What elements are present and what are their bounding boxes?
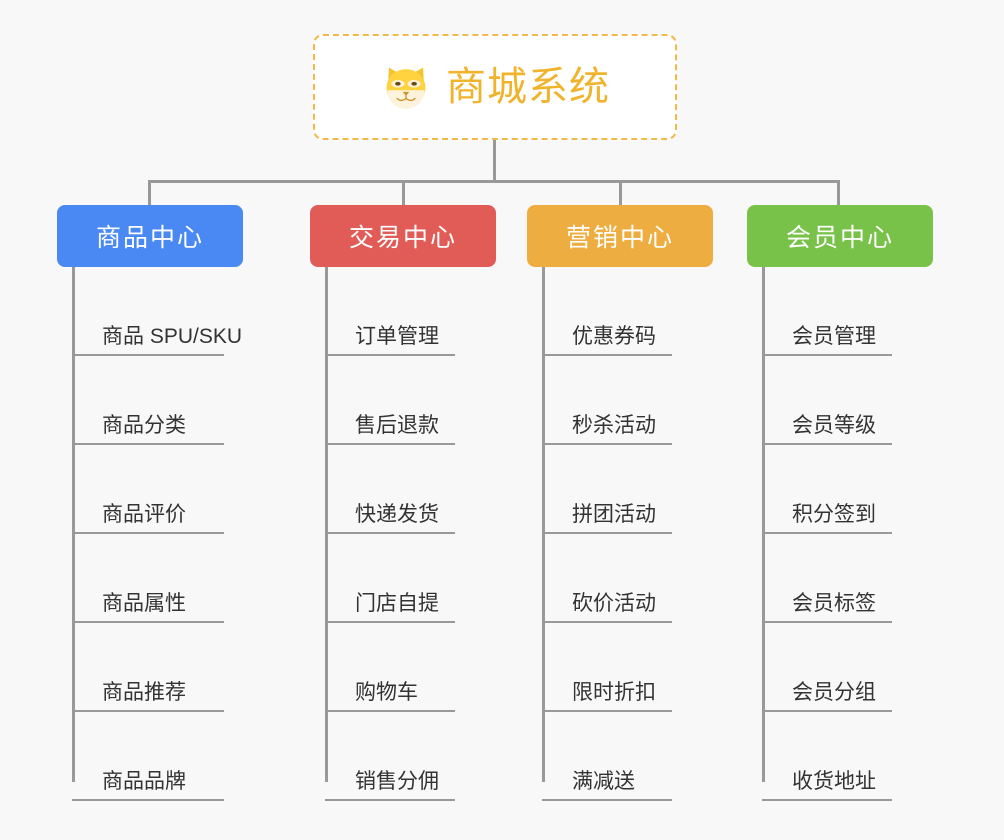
list-item[interactable]: 秒杀活动 bbox=[542, 356, 672, 445]
category-title-1: 商品中心 bbox=[95, 224, 204, 252]
item-label: 优惠券码 bbox=[572, 324, 656, 348]
item-label: 商品推荐 bbox=[102, 680, 186, 704]
list-item[interactable]: 限时折扣 bbox=[542, 623, 672, 712]
branch-column-2: 交易中心 订单管理 售后退款 快递发货 门店自提 购物车 销售分佣 bbox=[310, 205, 496, 801]
list-item[interactable]: 商品 SPU/SKU bbox=[72, 267, 242, 356]
list-item[interactable]: 砍价活动 bbox=[542, 534, 672, 623]
category-box-4[interactable]: 会员中心 bbox=[747, 205, 933, 267]
connector-root-stem bbox=[493, 140, 496, 182]
category-title-4: 会员中心 bbox=[785, 224, 894, 252]
list-item[interactable]: 商品评价 bbox=[72, 445, 224, 534]
list-item[interactable]: 商品品牌 bbox=[72, 712, 224, 801]
item-label: 砍价活动 bbox=[572, 591, 656, 615]
connector-drop-2 bbox=[402, 180, 405, 207]
category-title-2: 交易中心 bbox=[348, 224, 457, 252]
category-box-2[interactable]: 交易中心 bbox=[310, 205, 496, 267]
category-title-3: 营销中心 bbox=[565, 224, 674, 252]
item-label: 售后退款 bbox=[355, 413, 439, 437]
list-item[interactable]: 门店自提 bbox=[325, 534, 455, 623]
branch-column-1: 商品中心 商品 SPU/SKU 商品分类 商品评价 商品属性 商品推荐 商品品牌 bbox=[57, 205, 243, 801]
list-item[interactable]: 销售分佣 bbox=[325, 712, 455, 801]
category-box-3[interactable]: 营销中心 bbox=[527, 205, 713, 267]
branch-items-4: 会员管理 会员等级 积分签到 会员标签 会员分组 收货地址 bbox=[762, 267, 892, 801]
item-label: 会员管理 bbox=[792, 324, 876, 348]
list-item[interactable]: 拼团活动 bbox=[542, 445, 672, 534]
item-label: 商品属性 bbox=[102, 591, 186, 615]
item-label: 秒杀活动 bbox=[572, 413, 656, 437]
connector-drop-1 bbox=[148, 180, 151, 207]
branch-column-4: 会员中心 会员管理 会员等级 积分签到 会员标签 会员分组 收货地址 bbox=[747, 205, 933, 801]
item-label: 门店自提 bbox=[355, 591, 439, 615]
branch-items-2: 订单管理 售后退款 快递发货 门店自提 购物车 销售分佣 bbox=[325, 267, 455, 801]
item-label: 拼团活动 bbox=[572, 502, 656, 526]
item-label: 积分签到 bbox=[792, 502, 876, 526]
list-item[interactable]: 售后退款 bbox=[325, 356, 455, 445]
item-label: 销售分佣 bbox=[355, 769, 439, 793]
list-item[interactable]: 订单管理 bbox=[325, 267, 455, 356]
item-label: 会员等级 bbox=[792, 413, 876, 437]
item-label: 商品评价 bbox=[102, 502, 186, 526]
branch-items-1: 商品 SPU/SKU 商品分类 商品评价 商品属性 商品推荐 商品品牌 bbox=[72, 267, 242, 801]
list-item[interactable]: 会员分组 bbox=[762, 623, 892, 712]
item-label: 商品品牌 bbox=[102, 769, 186, 793]
shiba-dog-icon bbox=[386, 67, 426, 109]
item-label: 限时折扣 bbox=[572, 680, 656, 704]
list-item[interactable]: 满减送 bbox=[542, 712, 672, 801]
connector-drop-4 bbox=[837, 180, 840, 207]
item-label: 订单管理 bbox=[355, 324, 439, 348]
list-item[interactable]: 积分签到 bbox=[762, 445, 892, 534]
item-label: 商品 SPU/SKU bbox=[102, 324, 243, 348]
item-label: 满减送 bbox=[572, 769, 635, 793]
list-item[interactable]: 商品推荐 bbox=[72, 623, 224, 712]
list-item[interactable]: 购物车 bbox=[325, 623, 455, 712]
item-label: 快递发货 bbox=[355, 502, 439, 526]
list-item[interactable]: 优惠券码 bbox=[542, 267, 672, 356]
category-box-1[interactable]: 商品中心 bbox=[57, 205, 243, 267]
branch-items-3: 优惠券码 秒杀活动 拼团活动 砍价活动 限时折扣 满减送 bbox=[542, 267, 672, 801]
root-title: 商城系统 bbox=[446, 65, 610, 109]
root-node[interactable]: 商城系统 bbox=[313, 34, 677, 140]
list-item[interactable]: 会员管理 bbox=[762, 267, 892, 356]
list-item[interactable]: 会员等级 bbox=[762, 356, 892, 445]
connector-horizontal-bus bbox=[148, 180, 840, 183]
item-label: 收货地址 bbox=[792, 769, 876, 793]
item-label: 会员标签 bbox=[792, 591, 876, 615]
item-label: 购物车 bbox=[355, 680, 418, 704]
item-label: 商品分类 bbox=[102, 413, 186, 437]
list-item[interactable]: 收货地址 bbox=[762, 712, 892, 801]
branch-spine-4 bbox=[762, 267, 765, 782]
branch-spine-2 bbox=[325, 267, 328, 782]
branch-spine-1 bbox=[72, 267, 75, 782]
list-item[interactable]: 会员标签 bbox=[762, 534, 892, 623]
list-item[interactable]: 商品属性 bbox=[72, 534, 224, 623]
branch-column-3: 营销中心 优惠券码 秒杀活动 拼团活动 砍价活动 限时折扣 满减送 bbox=[527, 205, 713, 801]
list-item[interactable]: 商品分类 bbox=[72, 356, 224, 445]
connector-drop-3 bbox=[619, 180, 622, 207]
branch-spine-3 bbox=[542, 267, 545, 782]
item-label: 会员分组 bbox=[792, 680, 876, 704]
list-item[interactable]: 快递发货 bbox=[325, 445, 455, 534]
